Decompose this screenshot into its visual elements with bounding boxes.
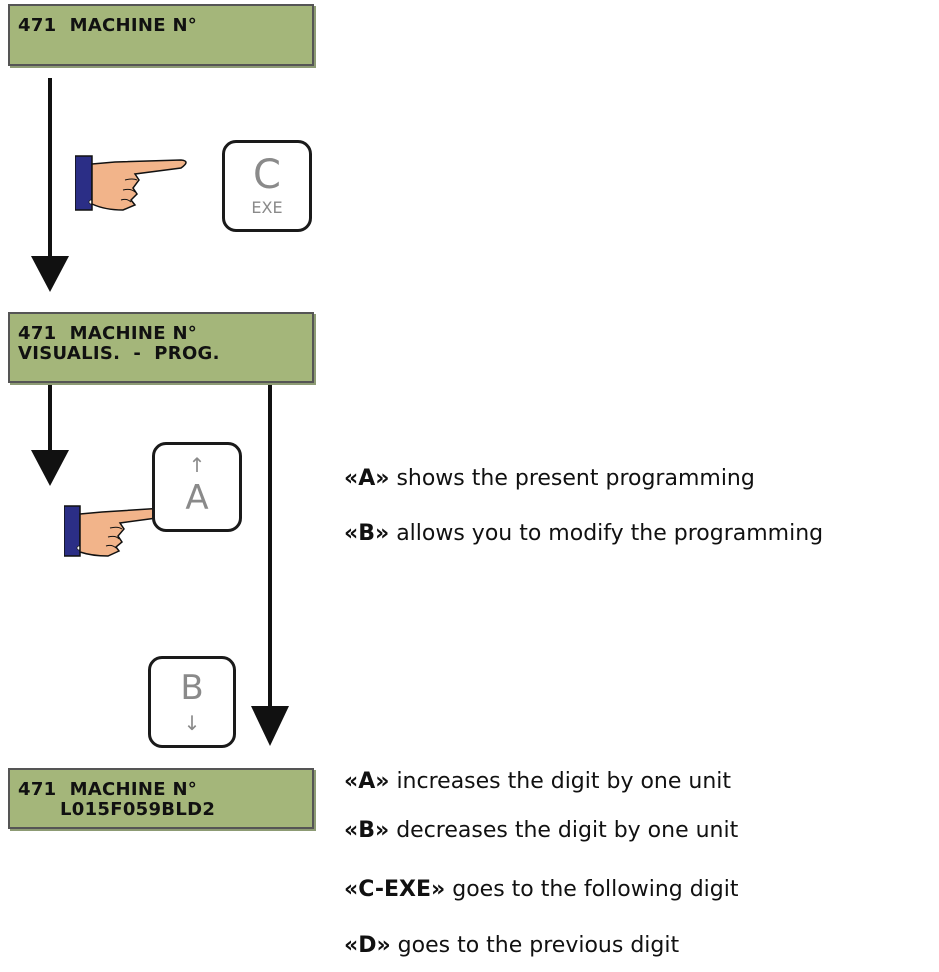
up-arrow-icon: ↑ — [188, 453, 206, 477]
lcd-line-1: 471 MACHINE N° — [18, 15, 198, 36]
note-d-previous: «D» goes to the previous digit — [344, 933, 679, 959]
note-key: «B» — [344, 818, 390, 843]
lcd-line-2: VISUALIS. - PROG. — [18, 343, 220, 364]
note-key: «C-EXE» — [344, 877, 446, 902]
note-key: «B» — [344, 521, 390, 546]
flow-arrow-icon — [251, 385, 289, 746]
flow-arrow-icon — [31, 382, 69, 486]
note-text: goes to the previous digit — [390, 933, 680, 958]
note-key: «A» — [344, 769, 390, 794]
note-text: increases the digit by one unit — [389, 769, 732, 794]
key-sublabel: EXE — [251, 198, 283, 217]
lcd-line-1: 471 MACHINE N° — [18, 323, 198, 344]
c-exe-key[interactable]: C EXE — [222, 140, 312, 232]
flow-arrow-icon — [31, 78, 69, 292]
note-text: decreases the digit by one unit — [389, 818, 739, 843]
note-text: shows the present programming — [389, 466, 755, 491]
lcd-display-top: 471 MACHINE N° — [8, 4, 314, 66]
key-letter: C — [253, 152, 281, 198]
note-text: goes to the following digit — [445, 877, 739, 902]
note-key: «D» — [344, 933, 391, 958]
b-key[interactable]: B ↓ — [148, 656, 236, 748]
lcd-line-2: L015F059BLD2 — [60, 799, 216, 820]
note-a-increase: «A» increases the digit by one unit — [344, 769, 731, 795]
key-letter: B — [180, 668, 204, 708]
note-c-exe-next: «C-EXE» goes to the following digit — [344, 877, 739, 903]
note-text: allows you to modify the programming — [389, 521, 824, 546]
pointing-hand-icon — [74, 150, 195, 220]
key-letter: A — [185, 478, 209, 518]
note-b-decrease: «B» decreases the digit by one unit — [344, 818, 738, 844]
down-arrow-icon: ↓ — [183, 711, 201, 735]
lcd-line-1: 471 MACHINE N° — [18, 779, 198, 800]
note-key: «A» — [344, 466, 390, 491]
note-a-shows: «A» shows the present programming — [344, 466, 755, 492]
a-key[interactable]: ↑ A — [152, 442, 242, 532]
lcd-display-middle: 471 MACHINE N° VISUALIS. - PROG. — [8, 312, 314, 383]
note-b-modify: «B» allows you to modify the programming — [344, 521, 823, 547]
lcd-display-bottom: 471 MACHINE N° L015F059BLD2 — [8, 768, 314, 829]
